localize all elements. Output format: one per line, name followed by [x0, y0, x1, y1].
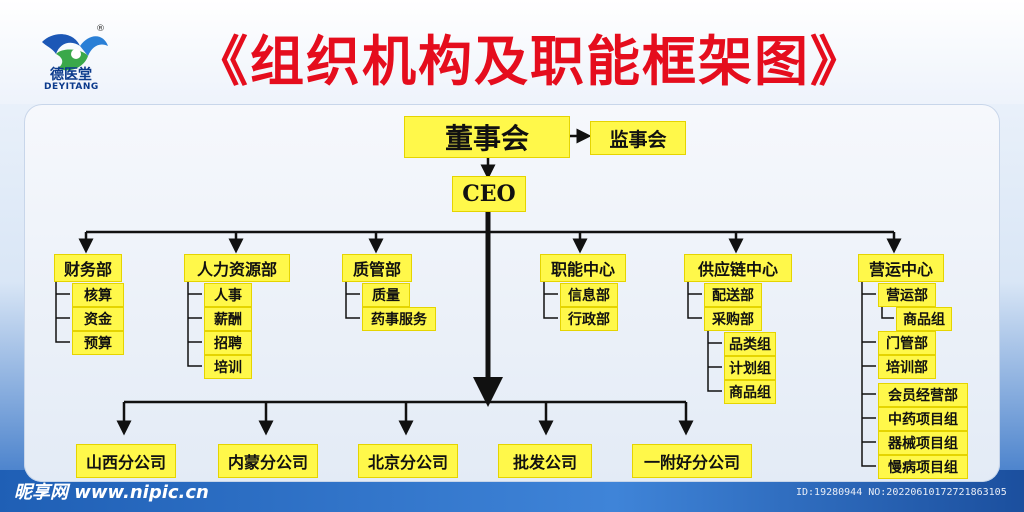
dept-supply-subitem: 品类组 — [724, 332, 776, 356]
dept-hr-item: 薪酬 — [204, 307, 252, 331]
dept-supply-item: 配送部 — [704, 283, 762, 307]
header-band — [0, 0, 1024, 104]
dept-finance-item: 预算 — [72, 331, 124, 355]
dept-hr-item: 人事 — [204, 283, 252, 307]
dept-quality-item: 质量 — [362, 283, 410, 307]
dept-finance-item: 核算 — [72, 283, 124, 307]
dept-hr: 人力资源部 — [184, 254, 290, 282]
branch-neimeng: 内蒙分公司 — [218, 444, 318, 478]
page-title: 《组织机构及职能框架图》 — [194, 29, 866, 93]
dept-operations-item: 器械项目组 — [878, 431, 968, 455]
logo-name-zh: 德医堂 — [50, 67, 92, 83]
dept-hr-item: 培训 — [204, 355, 252, 379]
dept-operations-item: 门管部 — [878, 331, 936, 355]
dept-operations-item: 培训部 — [878, 355, 936, 379]
branch-wholesale: 批发公司 — [498, 444, 592, 478]
dept-operations-item: 慢病项目组 — [878, 455, 968, 479]
dept-supply-chain: 供应链中心 — [684, 254, 792, 282]
branch-yifuhao: 一附好分公司 — [632, 444, 752, 478]
logo-icon — [42, 34, 108, 71]
dept-functional-item: 信息部 — [560, 283, 618, 307]
dept-operations-subitem: 商品组 — [896, 307, 952, 331]
image-id-text: ID:19280944 NO:20220610172721863105 — [796, 487, 1007, 498]
chart-panel — [24, 104, 1000, 482]
dept-operations-item: 会员经营部 — [878, 383, 968, 407]
ceo-box: CEO — [452, 176, 526, 212]
dept-operations-item: 营运部 — [878, 283, 936, 307]
dept-operations-item: 中药项目组 — [878, 407, 968, 431]
dept-functional-item: 行政部 — [560, 307, 618, 331]
branch-beijing: 北京分公司 — [358, 444, 458, 478]
logo-name-en: DEYITANG — [44, 82, 99, 92]
board-of-directors-box: 董事会 — [404, 116, 570, 158]
site-watermark: 昵享网 www.nipic.cn — [14, 482, 209, 503]
dept-supply-subitem: 计划组 — [724, 356, 776, 380]
registered-mark: ® — [96, 24, 105, 34]
supervisory-board-box: 监事会 — [590, 121, 686, 155]
dept-hr-item: 招聘 — [204, 331, 252, 355]
branch-shanxi: 山西分公司 — [76, 444, 176, 478]
dept-functional-center: 职能中心 — [540, 254, 626, 282]
dept-supply-item: 采购部 — [704, 307, 762, 331]
dept-finance-item: 资金 — [72, 307, 124, 331]
dept-quality: 质管部 — [342, 254, 412, 282]
dept-supply-subitem: 商品组 — [724, 380, 776, 404]
dept-quality-item: 药事服务 — [362, 307, 436, 331]
dept-finance: 财务部 — [54, 254, 122, 282]
dept-operations: 营运中心 — [858, 254, 944, 282]
